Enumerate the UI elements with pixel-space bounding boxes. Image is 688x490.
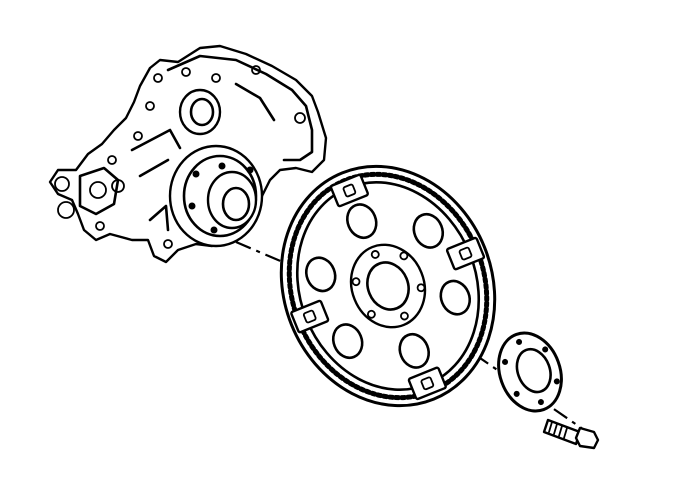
flexplate-bolt (542, 418, 600, 450)
flexplate-hub (349, 243, 427, 329)
engine-block (48, 44, 328, 264)
block-hole-e (294, 112, 306, 124)
block-rib-3 (234, 82, 276, 122)
crank-bolt-3 (210, 226, 218, 234)
block-hole-h (107, 155, 117, 165)
crankshaft-flange (168, 144, 264, 248)
plate-hole-6 (502, 358, 509, 365)
hub-hole-2 (399, 251, 409, 261)
engine-block-side-bracket (78, 166, 120, 216)
bolt-head (574, 426, 600, 450)
block-hole-a (153, 73, 163, 83)
plate-hole-4 (537, 399, 544, 406)
converter-pad-4 (290, 299, 330, 334)
lightening-hole-6 (304, 256, 337, 293)
converter-pad-1-hole (342, 183, 357, 198)
plate-hole-2 (542, 346, 549, 353)
block-bolt-4 (111, 179, 125, 193)
lightening-hole-3 (439, 279, 472, 316)
block-hole-d (251, 65, 261, 75)
plate-hole-3 (553, 378, 560, 385)
block-bolt-2 (57, 201, 75, 219)
converter-pad-2-hole (458, 246, 473, 261)
block-hole-j (163, 239, 173, 249)
lightening-hole-1 (346, 203, 378, 240)
block-rib-1 (130, 128, 182, 152)
crank-bolt-1 (192, 170, 200, 178)
block-hole-c (211, 73, 221, 83)
block-hole-i (95, 221, 105, 231)
block-bolt-3 (89, 181, 107, 199)
block-rib-2 (138, 158, 170, 178)
converter-pad-3 (407, 366, 447, 401)
centerline-block-to-flexplate (235, 240, 307, 274)
converter-pad-3-hole (420, 376, 435, 391)
flexplate-center-bore (366, 261, 410, 311)
block-bolt-1 (54, 176, 70, 192)
hub-hole-3 (416, 283, 426, 293)
hub-hole-5 (366, 309, 376, 319)
plate-hole-5 (513, 390, 520, 397)
bolt-threads (548, 421, 568, 439)
hub-hole-1 (370, 250, 380, 259)
engine-block-outline (48, 44, 328, 264)
lightening-hole-4 (398, 332, 430, 369)
crank-bolt-5 (218, 162, 226, 170)
plate-hole-1 (516, 338, 523, 345)
upper-seal-inner (189, 97, 215, 127)
hub-hole-6 (351, 277, 361, 287)
crank-bolt-2 (188, 202, 196, 210)
hub-hole-4 (400, 311, 409, 321)
converter-pad-1 (329, 173, 369, 208)
converter-pad-4-hole (302, 309, 317, 324)
lightening-hole-2 (412, 212, 445, 249)
bolt-shank (542, 418, 582, 446)
reinforcement-plate (497, 331, 563, 413)
crank-bolt-4 (246, 166, 254, 174)
upper-seal-boss (178, 88, 222, 136)
flexplate (279, 164, 497, 408)
engine-block-gasket-edge (166, 54, 314, 162)
block-hole-b (181, 67, 191, 77)
converter-pad-2 (445, 236, 486, 271)
crank-hub-bore (221, 186, 251, 222)
crank-hub (206, 170, 258, 230)
lightening-hole-5 (331, 323, 364, 360)
reinforcement-plate-outer (497, 331, 563, 413)
block-hole-g (133, 131, 143, 141)
reinforcement-plate-bore (515, 347, 552, 394)
block-hole-f (145, 101, 155, 111)
block-rib-4 (148, 204, 170, 232)
